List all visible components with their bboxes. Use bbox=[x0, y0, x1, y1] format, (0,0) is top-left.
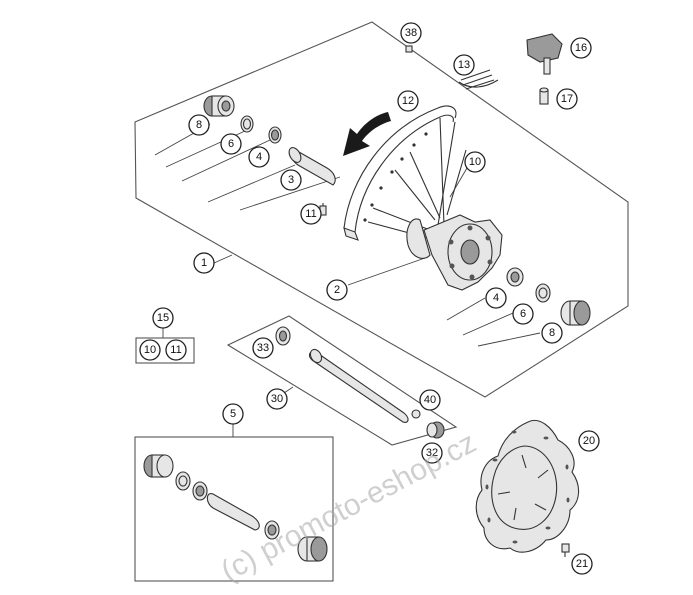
callout-17-label: 17 bbox=[561, 93, 573, 105]
callout-8-left-label: 8 bbox=[196, 119, 202, 131]
main-assembly-frame bbox=[134, 21, 629, 398]
callout-1: 1 bbox=[193, 252, 215, 274]
disc-bolt-21 bbox=[561, 543, 570, 557]
callout-40: 40 bbox=[419, 389, 441, 411]
callout-10-kit: 10 bbox=[139, 339, 161, 361]
left-bearing-stack bbox=[203, 95, 336, 186]
callout-21-label: 21 bbox=[576, 558, 588, 570]
hub-bolt-holes bbox=[448, 225, 493, 280]
callout-21: 21 bbox=[571, 553, 593, 575]
callout-15-label: 15 bbox=[157, 312, 169, 324]
callout-8-right: 8 bbox=[541, 322, 563, 344]
callout-40-label: 40 bbox=[424, 394, 436, 406]
wheel-hub bbox=[406, 214, 503, 291]
callout-11-main-label: 11 bbox=[305, 208, 316, 220]
small-parts-top bbox=[405, 33, 563, 105]
callout-8-left: 8 bbox=[188, 114, 210, 136]
callout-5: 5 bbox=[222, 403, 244, 425]
callout-32-label: 32 bbox=[426, 447, 438, 459]
callout-20-label: 20 bbox=[583, 435, 595, 447]
callout-4-left: 4 bbox=[248, 146, 270, 168]
callout-30-label: 30 bbox=[271, 393, 283, 405]
callout-38: 38 bbox=[400, 22, 422, 44]
part-13-stickers bbox=[460, 69, 495, 90]
callout-32: 32 bbox=[421, 442, 443, 464]
wheel-rim bbox=[343, 105, 457, 241]
callout-10-main: 10 bbox=[464, 151, 486, 173]
axle-frame bbox=[226, 315, 458, 446]
callout-33-label: 33 bbox=[257, 342, 269, 354]
callout-13-label: 13 bbox=[458, 59, 470, 71]
rotation-direction-arrow bbox=[343, 112, 391, 156]
callout-6-right-label: 6 bbox=[520, 308, 526, 320]
callout-10-main-label: 10 bbox=[469, 156, 481, 168]
callout-12-label: 12 bbox=[402, 95, 414, 107]
axle-parts bbox=[275, 326, 445, 439]
part-38 bbox=[405, 45, 413, 53]
callout-11-main: 11 bbox=[300, 203, 322, 225]
kit-box-15 bbox=[135, 337, 195, 364]
callout-15: 15 bbox=[152, 307, 174, 329]
callout-12: 12 bbox=[397, 90, 419, 112]
rim-spoke-holes bbox=[363, 132, 428, 222]
callout-2-label: 2 bbox=[334, 284, 340, 296]
callout-4-right: 4 bbox=[485, 287, 507, 309]
callout-10-kit-label: 10 bbox=[144, 344, 156, 356]
brake-disc bbox=[475, 420, 580, 553]
callout-3-label: 3 bbox=[288, 174, 294, 186]
callout-16-label: 16 bbox=[575, 42, 587, 54]
callout-11-kit: 11 bbox=[165, 339, 187, 361]
callout-33: 33 bbox=[252, 337, 274, 359]
callout-17: 17 bbox=[556, 88, 578, 110]
kit-frame-5 bbox=[134, 436, 334, 582]
brake-disc-holes bbox=[485, 430, 570, 544]
callout-11-kit-label: 11 bbox=[170, 344, 181, 356]
part-16-valve bbox=[526, 33, 563, 63]
brake-disc-carrier-slots bbox=[497, 454, 549, 521]
callout-4-right-label: 4 bbox=[493, 292, 499, 304]
callout-8-right-label: 8 bbox=[549, 327, 555, 339]
callout-16: 16 bbox=[570, 37, 592, 59]
callout-5-label: 5 bbox=[230, 408, 236, 420]
callout-20: 20 bbox=[578, 430, 600, 452]
callout-1-label: 1 bbox=[201, 257, 207, 269]
callout-30: 30 bbox=[266, 388, 288, 410]
watermark-text: (c) promoto-eshop.cz bbox=[216, 426, 482, 588]
callout-38-label: 38 bbox=[405, 27, 417, 39]
right-bearing-stack bbox=[506, 267, 591, 326]
callout-6-left: 6 bbox=[220, 133, 242, 155]
callout-13: 13 bbox=[453, 54, 475, 76]
callout-4-left-label: 4 bbox=[256, 151, 262, 163]
kit-5-parts bbox=[143, 454, 328, 562]
callout-3: 3 bbox=[280, 169, 302, 191]
callout-2: 2 bbox=[326, 279, 348, 301]
callout-6-right: 6 bbox=[512, 303, 534, 325]
callout-6-left-label: 6 bbox=[228, 138, 234, 150]
